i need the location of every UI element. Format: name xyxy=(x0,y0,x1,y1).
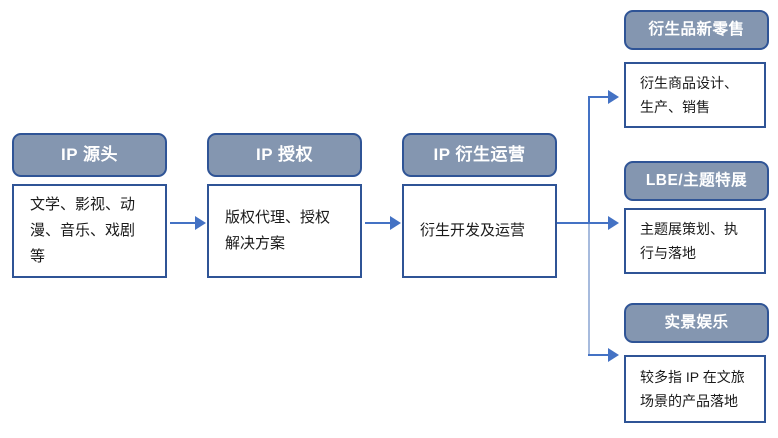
stage-pill-ip-licensing[interactable]: IP 授权 xyxy=(207,133,362,177)
stage-box-ip-licensing[interactable]: 版权代理、授权解决方案 xyxy=(207,184,362,278)
stage-description-ip-source: 文学、影视、动漫、音乐、戏剧等 xyxy=(30,195,136,266)
branch-pill-lbe-theme-exhibition[interactable]: LBE/主题特展 xyxy=(624,161,769,201)
connector-line-stage1-stage2 xyxy=(170,222,203,224)
connector-arrowhead-branch-lbe xyxy=(608,216,619,230)
stage-title-ip-source: IP 源头 xyxy=(61,144,118,164)
stage-description-ip-derivative-operation: 衍生开发及运营 xyxy=(420,221,526,239)
branch-box-real-scene-entertainment[interactable]: 较多指 IP 在文旅场景的产品落地 xyxy=(624,355,766,423)
stage-pill-ip-source[interactable]: IP 源头 xyxy=(12,133,167,177)
connector-arrowhead-stage2-stage3 xyxy=(390,216,401,230)
branch-description-lbe-theme-exhibition: 主题展策划、执行与落地 xyxy=(640,220,738,262)
branch-description-real-scene-entertainment: 较多指 IP 在文旅场景的产品落地 xyxy=(640,368,745,410)
branch-pill-real-scene-entertainment[interactable]: 实景娱乐 xyxy=(624,303,769,343)
connector-trunk-lower xyxy=(588,222,590,356)
connector-line-branch-lbe xyxy=(588,222,616,224)
connector-arrowhead-branch-retail xyxy=(608,90,619,104)
connector-arrowhead-branch-entertainment xyxy=(608,348,619,362)
stage-title-ip-licensing: IP 授权 xyxy=(256,144,313,164)
stage-description-ip-licensing: 版权代理、授权解决方案 xyxy=(225,208,331,252)
stage-box-ip-derivative-operation[interactable]: 衍生开发及运营 xyxy=(402,184,557,278)
branch-title-real-scene-entertainment: 实景娱乐 xyxy=(664,314,729,332)
connector-line-branch-retail xyxy=(588,96,616,98)
branch-title-lbe-theme-exhibition: LBE/主题特展 xyxy=(645,172,748,190)
stage-pill-ip-derivative-operation[interactable]: IP 衍生运营 xyxy=(402,133,557,177)
branch-description-derivative-retail: 衍生商品设计、生产、销售 xyxy=(640,74,738,116)
branch-box-derivative-retail[interactable]: 衍生商品设计、生产、销售 xyxy=(624,62,766,128)
branch-title-derivative-retail: 衍生品新零售 xyxy=(648,21,745,39)
stage-title-ip-derivative-operation: IP 衍生运营 xyxy=(433,144,526,164)
connector-trunk-upper xyxy=(588,97,590,223)
connector-line-stage2-stage3 xyxy=(365,222,398,224)
connector-line-stage3-trunk xyxy=(557,222,590,224)
connector-line-branch-entertainment xyxy=(588,354,616,356)
branch-pill-derivative-retail[interactable]: 衍生品新零售 xyxy=(624,10,769,50)
connector-arrowhead-stage1-stage2 xyxy=(195,216,206,230)
branch-box-lbe-theme-exhibition[interactable]: 主题展策划、执行与落地 xyxy=(624,208,766,274)
stage-box-ip-source[interactable]: 文学、影视、动漫、音乐、戏剧等 xyxy=(12,184,167,278)
